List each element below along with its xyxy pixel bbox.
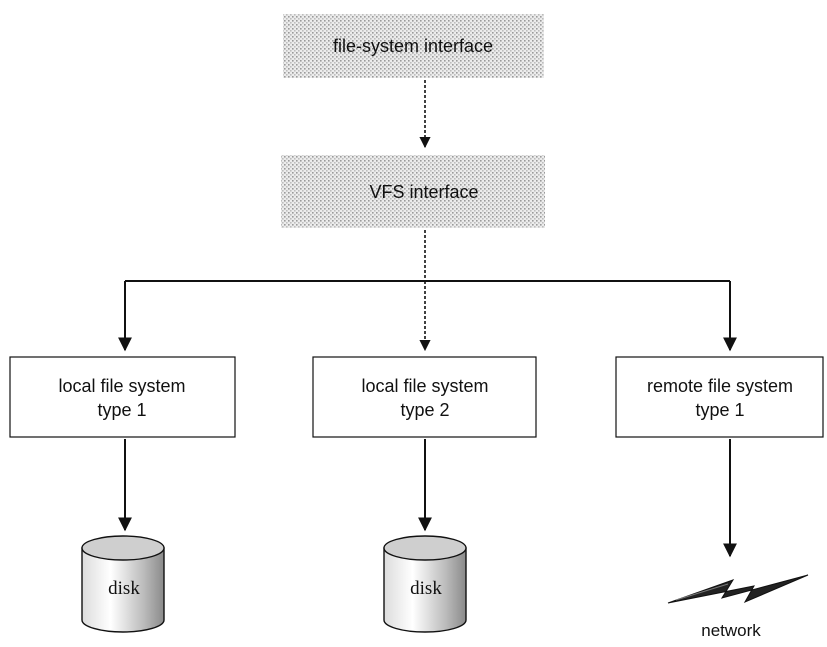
remote1-line1: remote file system	[647, 376, 793, 396]
disk-1-body	[81, 547, 165, 633]
local2-line2: type 2	[400, 400, 449, 420]
local1-line1: local file system	[58, 376, 185, 396]
vfs-interface-box: VFS interface	[281, 155, 545, 228]
local2-line1: local file system	[361, 376, 488, 396]
file-system-interface-box: file-system interface	[283, 14, 544, 78]
network-icon	[667, 574, 809, 604]
disk-1: disk	[81, 535, 165, 633]
disk-1-top	[81, 535, 165, 561]
disk-2-top	[383, 535, 467, 561]
local-file-system-type-1-box: local file system type 1	[9, 356, 236, 438]
disk-2-body	[383, 547, 467, 633]
disk-2: disk	[383, 535, 467, 633]
file-system-interface-label: file-system interface	[333, 36, 493, 56]
disk-2-label: disk	[410, 578, 442, 599]
vfs-interface-label: VFS interface	[369, 182, 478, 202]
disk-1-label: disk	[108, 578, 140, 599]
remote-file-system-type-1-box: remote file system type 1	[615, 356, 824, 438]
local1-line2: type 1	[97, 400, 146, 420]
network-label: network	[701, 621, 761, 640]
remote1-line2: type 1	[695, 400, 744, 420]
local-file-system-type-2-box: local file system type 2	[312, 356, 537, 438]
